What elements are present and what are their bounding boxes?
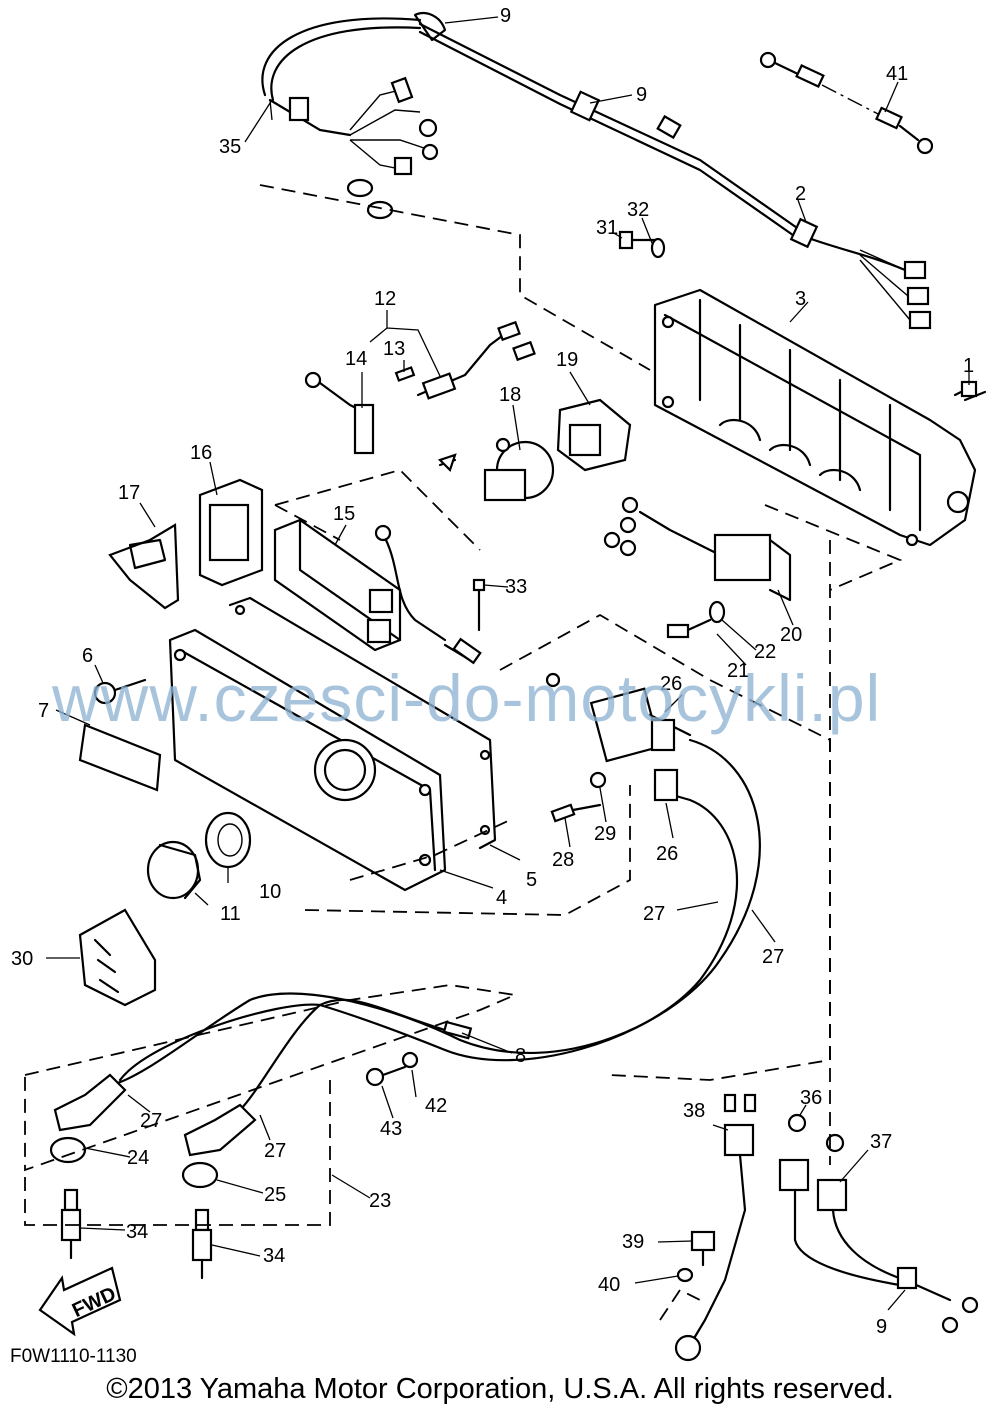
spark-plug xyxy=(191,1208,213,1280)
ignition-coil xyxy=(545,672,692,823)
watermark: www.czesci-do-motocykli.pl xyxy=(52,661,882,735)
copyright-notice: ©2013 Yamaha Motor Corporation, U.S.A. A… xyxy=(106,1373,894,1405)
callout-33: 33 xyxy=(505,576,527,598)
callout-26: 26 xyxy=(660,673,682,695)
callout-27: 27 xyxy=(140,1110,162,1132)
callout-41: 41 xyxy=(886,63,908,85)
callout-23: 23 xyxy=(369,1190,391,1212)
callout-9: 9 xyxy=(500,5,511,27)
band-33 xyxy=(472,578,486,632)
callout-16: 16 xyxy=(190,442,212,464)
callout-1: 1 xyxy=(963,355,974,377)
plug-cap-24 xyxy=(49,1073,127,1164)
callout-15: 15 xyxy=(333,503,355,525)
spark-plug xyxy=(60,1188,82,1260)
lead-assembly-12 xyxy=(304,320,536,455)
callout-28: 28 xyxy=(552,849,574,871)
callout-27: 27 xyxy=(643,903,665,925)
callout-4: 4 xyxy=(496,887,507,909)
callout-9: 9 xyxy=(636,84,647,106)
cdi-unit-15 xyxy=(273,518,482,665)
rectifier-20 xyxy=(603,496,792,639)
leader-lines xyxy=(46,16,970,1311)
callout-30: 30 xyxy=(11,948,33,970)
callout-27: 27 xyxy=(264,1140,286,1162)
callout-34: 34 xyxy=(263,1245,285,1267)
callout-36: 36 xyxy=(800,1087,822,1109)
cover-4 xyxy=(168,596,497,892)
fwd-arrow: FWD xyxy=(38,1266,122,1337)
callout-35: 35 xyxy=(219,136,241,158)
sensor-36 xyxy=(778,1113,902,1287)
callout-24: 24 xyxy=(127,1147,149,1169)
callout-27: 27 xyxy=(762,946,784,968)
bolt-31 xyxy=(618,230,666,259)
callout-17: 17 xyxy=(118,482,140,504)
callout-9: 9 xyxy=(876,1316,887,1338)
callout-14: 14 xyxy=(345,348,367,370)
callout-5: 5 xyxy=(526,869,537,891)
holder-16 xyxy=(198,478,264,587)
main-wire-harness xyxy=(261,12,932,330)
bolt-39 xyxy=(676,1230,716,1283)
bolt-43 xyxy=(365,1051,419,1087)
callout-39: 39 xyxy=(622,1231,644,1253)
callout-11: 11 xyxy=(220,903,241,925)
callout-38: 38 xyxy=(683,1100,705,1122)
callout-32: 32 xyxy=(627,199,649,221)
callout-12: 12 xyxy=(374,288,396,310)
diagram-code: F0W1110-1130 xyxy=(10,1346,137,1367)
lead-wire xyxy=(759,51,934,155)
callout-34: 34 xyxy=(126,1221,148,1243)
callout-13: 13 xyxy=(383,338,405,360)
callout-31: 31 xyxy=(596,217,618,239)
seal-10 xyxy=(204,811,252,869)
callout-10: 10 xyxy=(259,881,281,903)
callout-37: 37 xyxy=(870,1131,892,1153)
holder-30 xyxy=(78,908,157,1007)
sensor-38 xyxy=(674,1093,757,1362)
relay-19 xyxy=(556,398,632,472)
callout-6: 6 xyxy=(82,645,93,667)
bracket-17 xyxy=(108,523,180,610)
callout-3: 3 xyxy=(795,288,806,310)
callout-20: 20 xyxy=(780,624,802,646)
callout-40: 40 xyxy=(598,1274,620,1296)
callout-2: 2 xyxy=(795,183,806,205)
callout-7: 7 xyxy=(38,700,49,722)
callout-29: 29 xyxy=(594,823,616,845)
sensor-37 xyxy=(816,1133,979,1334)
cap-11 xyxy=(146,840,202,900)
label-7 xyxy=(78,723,162,792)
callout-43: 43 xyxy=(380,1118,402,1140)
callout-labels: 9 9 41 2 3 1 31 32 35 12 13 14 18 19 16 … xyxy=(11,5,974,1338)
assembly-boundaries xyxy=(24,184,903,1321)
callout-26: 26 xyxy=(656,843,678,865)
bolt-6 xyxy=(93,678,147,705)
callout-8: 8 xyxy=(515,1045,526,1067)
electrical-box xyxy=(653,288,987,547)
callout-25: 25 xyxy=(264,1184,286,1206)
high-tension-cords xyxy=(108,738,761,1112)
relay-18 xyxy=(437,437,555,502)
callout-42: 42 xyxy=(425,1095,447,1117)
callout-19: 19 xyxy=(556,349,578,371)
callout-21: 21 xyxy=(727,660,749,682)
callout-22: 22 xyxy=(754,641,776,663)
plug-cap-25 xyxy=(181,1103,257,1189)
callout-18: 18 xyxy=(499,384,521,406)
